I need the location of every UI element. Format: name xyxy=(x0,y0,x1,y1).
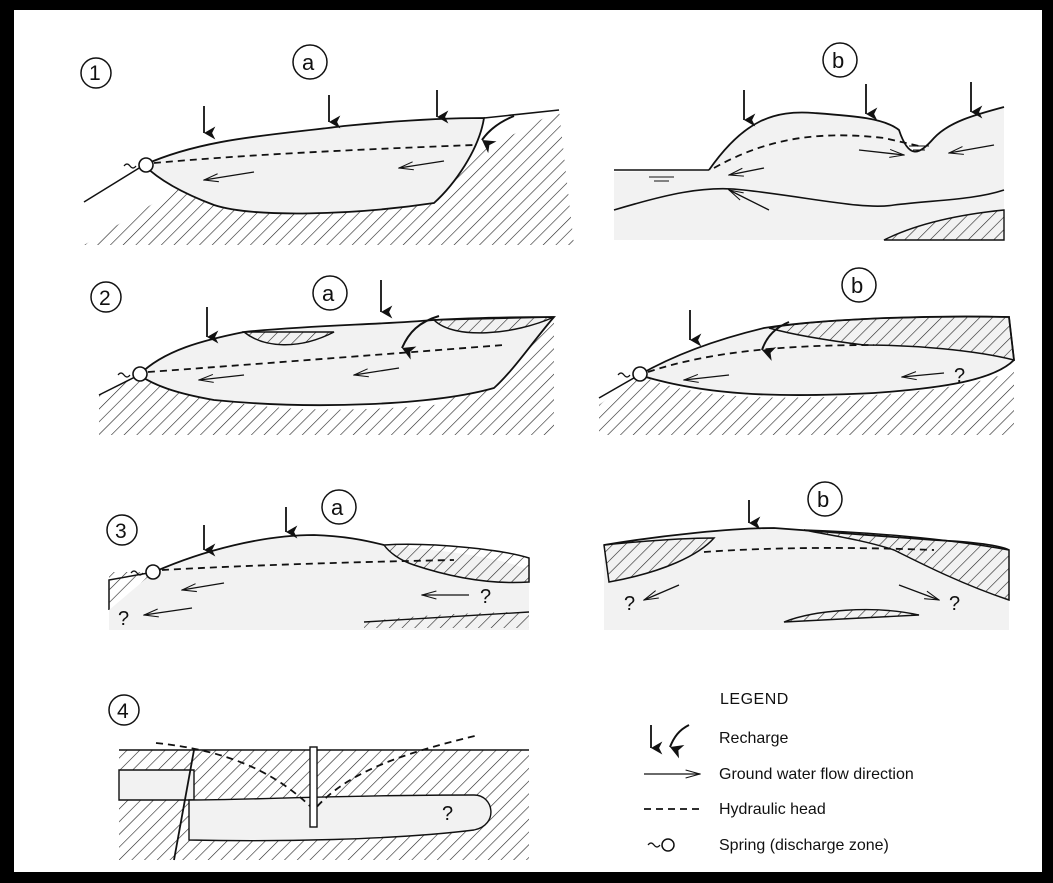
unknown-marker: ? xyxy=(949,593,960,615)
unknown-marker: ? xyxy=(624,593,635,615)
panel-label-1a: a xyxy=(302,50,315,75)
well-icon xyxy=(310,747,317,827)
legend-label-spring: Spring (discharge zone) xyxy=(719,837,889,854)
legend-label-recharge: Recharge xyxy=(719,730,788,747)
recharge-arrow xyxy=(482,116,514,140)
legend-title: LEGEND xyxy=(720,691,789,708)
panel-label-3a: a xyxy=(331,495,344,520)
panel-number-1: 1 xyxy=(89,62,101,85)
spring-icon xyxy=(633,367,647,381)
spring-icon xyxy=(648,839,674,851)
panel-3b: ? ? b xyxy=(604,482,1009,630)
panel-1a: 1 a xyxy=(81,45,574,245)
groundwater-diagram: 1 a b xyxy=(14,10,1042,872)
panel-label-1b: b xyxy=(832,48,844,73)
panel-number-2: 2 xyxy=(99,287,111,310)
panel-2b: ? b xyxy=(599,268,1014,435)
recharge-arrows-icon xyxy=(651,725,689,748)
panel-number-3: 3 xyxy=(115,520,127,543)
figure-sheet: 1 a b xyxy=(14,10,1042,872)
unknown-marker: ? xyxy=(954,365,965,387)
legend-label-head: Hydraulic head xyxy=(719,801,826,818)
panel-label-2b: b xyxy=(851,273,863,298)
panel-4: ? 4 xyxy=(109,695,529,860)
panel-1b: b xyxy=(614,43,1004,240)
unknown-marker: ? xyxy=(118,608,129,630)
panel-label-3b: b xyxy=(817,487,829,512)
panel-3a: ? ? 3 a xyxy=(107,490,529,630)
unknown-marker: ? xyxy=(480,586,491,608)
spring-icon xyxy=(146,565,160,579)
panel-number-4: 4 xyxy=(117,700,129,723)
legend-label-flow: Ground water flow direction xyxy=(719,766,914,783)
spring-icon xyxy=(139,158,153,172)
spring-icon xyxy=(133,367,147,381)
panel-2a: 2 a xyxy=(91,276,554,435)
unknown-marker: ? xyxy=(442,803,453,825)
panel-label-2a: a xyxy=(322,281,335,306)
legend: LEGEND Recharge Ground water flow direct… xyxy=(644,691,914,854)
